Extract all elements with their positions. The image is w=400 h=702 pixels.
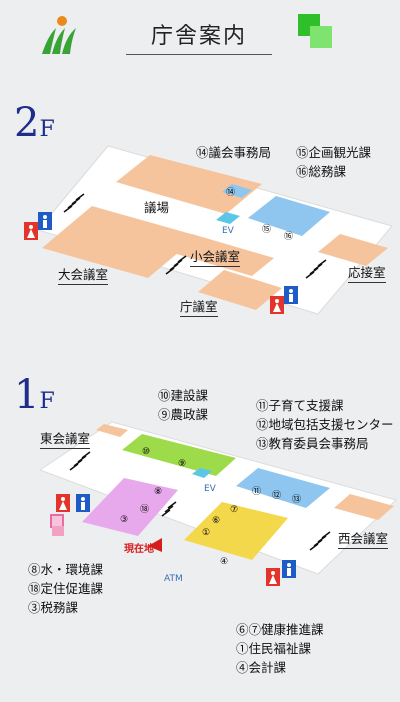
dept-kosodate: ⑪子育て支援課	[256, 398, 344, 413]
floor-label-1f: 1F	[14, 372, 55, 418]
restroom-male-icon	[284, 286, 298, 304]
atm-label: ATM	[164, 574, 183, 584]
room-label-gijo: 議場	[144, 200, 170, 215]
map-number-7: ⑦	[230, 505, 239, 515]
ev-1f	[192, 468, 212, 478]
map-number-8: ⑧	[154, 487, 163, 497]
room-label-higashikaigishitsu: 東会議室	[40, 428, 91, 449]
room-9-10	[122, 434, 236, 476]
map-number-3: ③	[120, 515, 129, 525]
stairs-icon	[309, 531, 331, 551]
map-number-11: ⑪	[252, 487, 262, 497]
room-osetsushitsu	[318, 234, 388, 266]
page-title: 庁舎案内	[150, 24, 247, 49]
map-number-14: ⑭	[226, 188, 236, 198]
room-gijo	[116, 155, 262, 214]
restroom-female-icon	[270, 296, 284, 314]
current-location-label: 現在地	[124, 544, 154, 555]
nursing-room-icon	[52, 526, 64, 536]
map-number-12: ⑫	[272, 491, 282, 501]
stairs-icon	[305, 259, 327, 279]
restroom-female-icon	[24, 222, 38, 240]
dept-jumin-fukushi: ①住民福祉課	[236, 641, 312, 656]
room-daikaigishitsu	[42, 206, 198, 278]
dept-kensetsu: ⑩建設課	[158, 388, 209, 403]
dept-kaikei: ④会計課	[236, 660, 287, 675]
map-number-16: ⑯	[284, 232, 294, 242]
room-label-chogishitsu: 庁議室	[180, 296, 218, 317]
stairs-icon	[165, 255, 187, 275]
map-number-18: ⑱	[140, 505, 150, 515]
room-label-nishikaigishitsu: 西会議室	[338, 528, 389, 549]
dept-mizu-kankyo: ⑧水・環境課	[28, 562, 104, 577]
map-number-9: ⑨	[178, 459, 187, 469]
restroom-female-icon	[266, 568, 280, 586]
dept-kikaku-kanko: ⑮企画観光課	[296, 145, 372, 160]
dept-chiiki-hokatsu: ⑫地域包括支援センター	[256, 417, 394, 432]
floor1-departments-bottom-right: ⑥⑦健康推進課 ①住民福祉課 ④会計課	[236, 620, 324, 677]
floor2-departments-left: ⑭議会事務局	[196, 143, 271, 162]
ev-label-2f: EV	[222, 226, 234, 236]
dept-kenko-suishin: ⑥⑦健康推進課	[236, 622, 324, 637]
room-label-shokaigishitsu: 小会議室	[190, 246, 241, 267]
floor1-base	[38, 421, 397, 575]
restroom-male-icon	[38, 212, 52, 230]
floor2-departments-right: ⑮企画観光課 ⑯総務課	[296, 143, 371, 181]
map-number-10: ⑩	[142, 447, 151, 457]
restroom-male-icon	[282, 560, 296, 578]
map-number-1: ①	[202, 528, 211, 538]
map-number-6: ⑥	[212, 516, 221, 526]
map-number-13: ⑬	[292, 495, 302, 505]
ev-2f	[216, 212, 240, 224]
dept-nosei: ⑨農政課	[158, 407, 209, 422]
floor-label-2f: 2F	[14, 100, 55, 146]
accessible-restroom-icon	[50, 514, 64, 528]
stairs-icon	[63, 193, 85, 213]
room-chogishitsu	[198, 270, 282, 310]
room-11-12-13	[236, 468, 330, 508]
map-number-4: ④	[220, 557, 229, 567]
dept-kyoiku-iinkai: ⑬教育委員会事務局	[256, 436, 369, 451]
dept-teiju-sokushin: ⑱定住促進課	[28, 581, 104, 596]
room-15-16	[248, 196, 330, 236]
room-shokaigishitsu	[170, 234, 274, 276]
town-logo-icon	[42, 16, 76, 54]
room-label-osetsushitsu: 応接室	[348, 262, 386, 283]
floor1-departments-bottom-left: ⑧水・環境課 ⑱定住促進課 ③税務課	[28, 560, 103, 617]
room-1-4-6-7	[184, 502, 288, 560]
map-number-15: ⑮	[262, 225, 272, 235]
floor1-departments-top-right: ⑪子育て支援課 ⑫地域包括支援センター ⑬教育委員会事務局	[256, 396, 394, 453]
current-location-triangle-icon	[148, 538, 162, 552]
room-14	[222, 184, 252, 198]
dept-gikai-jimukyoku: ⑭議会事務局	[196, 145, 272, 160]
room-nishikaigishitsu	[334, 494, 394, 520]
restroom-female-icon	[56, 494, 70, 512]
dept-zeimu: ③税務課	[28, 600, 79, 615]
stairs-icon	[161, 501, 177, 517]
room-higashikaigishitsu	[96, 424, 128, 437]
green-squares-icon	[298, 14, 332, 48]
ev-label-1f: EV	[204, 484, 216, 494]
dept-somu: ⑯総務課	[296, 164, 347, 179]
title-underline	[126, 54, 272, 55]
floor1-departments-top-left: ⑩建設課 ⑨農政課	[158, 386, 208, 424]
room-3-8-18	[82, 478, 178, 536]
restroom-male-icon	[76, 494, 90, 512]
room-label-daikaigishitsu: 大会議室	[58, 264, 109, 285]
stairs-icon	[69, 451, 91, 471]
